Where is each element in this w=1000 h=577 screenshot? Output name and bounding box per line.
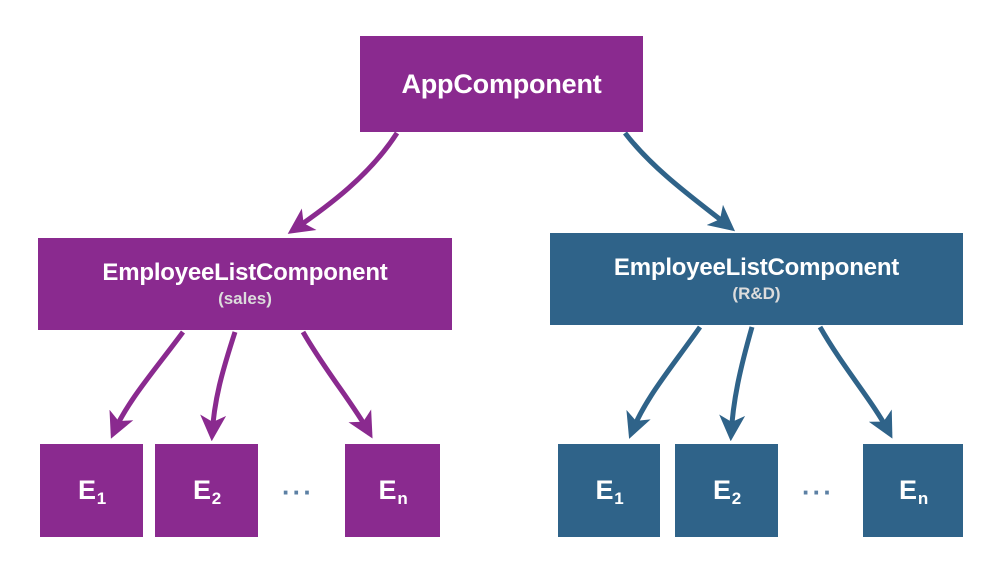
edge-sales-to-en [300,330,373,439]
sales-employee-n-label: En [378,475,408,509]
node-rnd-employee-1[interactable]: E1 [558,444,660,537]
node-employee-list-component-sales[interactable]: EmployeeListComponent (sales) [38,238,452,330]
edge-app-to-sales [287,131,400,234]
elc-rnd-label: EmployeeListComponent [613,254,900,282]
elc-rnd-subtitle: (R&D) [732,283,781,303]
node-rnd-employee-2[interactable]: E2 [675,444,778,537]
elc-sales-label: EmployeeListComponent [102,259,388,287]
rnd-leaves-ellipsis: ··· [802,477,834,507]
edge-rnd-to-e2 [719,326,755,442]
edge-app-to-rnd [623,131,736,232]
rnd-employee-2-label: E2 [712,475,742,509]
edge-sales-to-e1 [109,330,186,439]
sales-employee-2-label: E2 [192,475,222,509]
node-sales-employee-n[interactable]: En [345,444,440,537]
rnd-employee-1-label: E1 [595,475,624,509]
edge-sales-to-e2 [200,331,238,442]
edge-rnd-to-e1 [626,325,703,439]
node-employee-list-component-rnd[interactable]: EmployeeListComponent (R&D) [550,233,963,325]
node-app-component[interactable]: AppComponent [360,36,643,132]
sales-leaves-ellipsis: ··· [282,477,314,507]
sales-employee-1-label: E1 [77,475,107,509]
edge-rnd-to-en [817,325,893,439]
rnd-employee-n-label: En [899,475,928,509]
node-rnd-employee-n[interactable]: En [863,444,963,537]
app-component-label: AppComponent [401,68,602,99]
node-sales-employee-1[interactable]: E1 [40,444,143,537]
node-sales-employee-2[interactable]: E2 [155,444,258,537]
elc-sales-subtitle: (sales) [218,288,272,308]
